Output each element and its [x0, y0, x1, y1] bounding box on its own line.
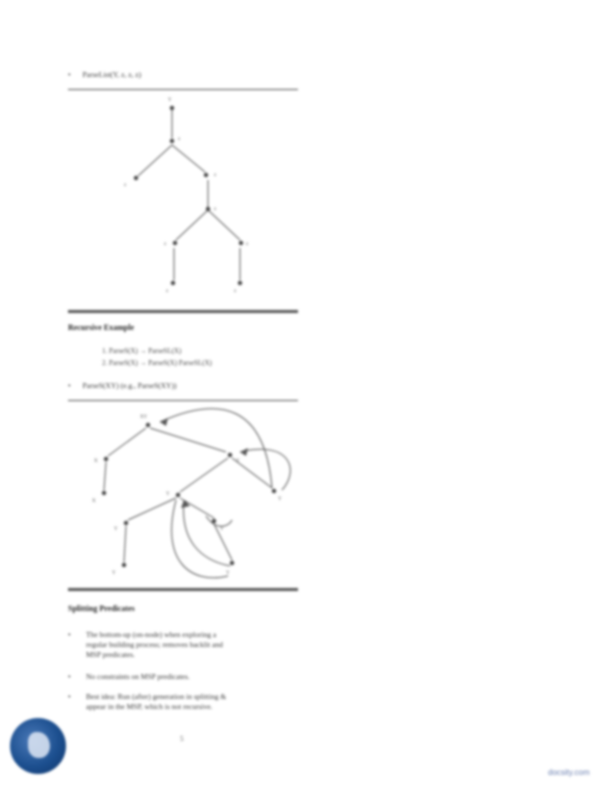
grammar-rule-2: 2. ParseS(X) → ParseS(X) ParseSL(X)	[102, 359, 212, 367]
query-text: ParseS(XY) (e.g., ParseS(XY))	[82, 381, 177, 390]
tree2-label: Y	[278, 497, 282, 502]
tree2-label: Y	[166, 492, 170, 497]
tree2-label: X	[92, 499, 96, 504]
docsity-logo-icon	[10, 718, 66, 774]
list-item-line: The bottom-up (on-node) when exploring a	[86, 630, 217, 639]
tree1-label: z	[178, 137, 181, 142]
tree1-label: z	[124, 183, 127, 188]
tree2-label: Y	[114, 527, 118, 532]
logo-emblem-icon	[28, 732, 50, 758]
list-item-line: appear in the MSP, which is not recursiv…	[86, 702, 213, 711]
tree1-label: Y	[168, 98, 172, 103]
watermark-link[interactable]: docsity.com	[548, 768, 590, 777]
list-item-line: No constraints on MSP predicates.	[86, 672, 190, 681]
section2-rule	[68, 400, 298, 401]
list-item: •	[68, 692, 71, 701]
section1-title: ParseList(Y, z, z, z)	[82, 70, 142, 79]
list-item: •	[68, 630, 71, 639]
tree2-label: Y	[112, 571, 116, 576]
list-item-line: Best idea: Run (after) generation in spl…	[86, 692, 227, 701]
grammar-rule-1: 1. ParseS(X) → ParseSL(X)	[102, 347, 182, 355]
bullet: •	[68, 692, 71, 701]
tree2-label: X	[94, 459, 98, 464]
tree1-label: z	[214, 207, 217, 212]
section-divider	[68, 310, 298, 313]
tree2-label: Y	[236, 459, 240, 464]
page-number: 5	[180, 735, 184, 743]
bullet: •	[68, 672, 71, 681]
section1-rule	[68, 89, 298, 90]
tree2-label: Y	[220, 527, 224, 532]
section1-line: • ParseList(Y, z, z, z)	[68, 70, 141, 79]
bullet: •	[68, 70, 71, 79]
tree1-label: z	[214, 173, 217, 178]
list-item-line: regular building process; removes backli…	[86, 640, 223, 649]
list-item: •	[68, 672, 71, 681]
recursive-example-heading: Recursive Example	[68, 323, 134, 332]
bullet: •	[68, 630, 71, 639]
tree1-label: z	[166, 289, 169, 294]
query-line: • ParseS(XY) (e.g., ParseS(XY))	[68, 381, 176, 390]
splitting-predicates-heading: Splitting Predicates	[68, 604, 135, 613]
tree1-label: z	[234, 289, 237, 294]
tree1-label: z	[164, 242, 167, 247]
tree1-label: z	[246, 242, 249, 247]
list-item-line: MSP predicates.	[86, 650, 135, 659]
tree2-label: XY	[140, 415, 148, 420]
tree2-label: Y	[226, 571, 230, 576]
bullet: •	[68, 381, 71, 390]
section-divider	[68, 588, 298, 591]
